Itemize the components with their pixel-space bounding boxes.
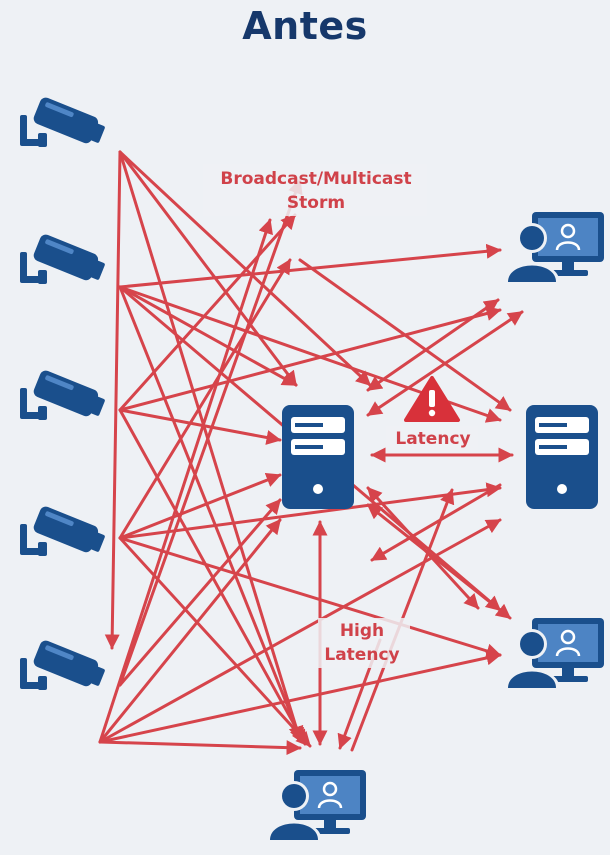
camera-icon [20, 95, 108, 148]
arrow [98, 218, 273, 744]
arrow [98, 650, 502, 744]
latency-label: Latency [395, 429, 470, 449]
user-computer-icon [502, 616, 606, 692]
arrow [118, 498, 282, 687]
server-icon [282, 405, 354, 509]
arrow [118, 408, 282, 445]
camera-icon [20, 638, 108, 691]
user-computer-icon [264, 768, 368, 844]
storm-label-line2: Storm [287, 193, 345, 213]
arrow [118, 285, 304, 744]
warning-icon [404, 376, 460, 422]
storm-label-line1: Broadcast/Multicast [220, 169, 411, 189]
server-icon [526, 405, 598, 509]
high-latency-label-line1: High [340, 621, 384, 641]
arrow [118, 150, 298, 387]
arrow [370, 483, 502, 562]
camera-icon [20, 368, 108, 421]
user-computer-icon [502, 210, 606, 286]
arrow [118, 213, 297, 412]
arrow-links [98, 150, 524, 756]
arrow [118, 285, 298, 387]
high-latency-label-line2: Latency [324, 645, 399, 665]
arrow [98, 740, 302, 756]
camera-icon [20, 232, 108, 285]
arrow [118, 258, 292, 540]
arrow [118, 536, 502, 659]
diagram-title: Antes [242, 4, 368, 48]
arrow [366, 503, 512, 620]
arrow [98, 518, 282, 744]
camera-icon [20, 504, 108, 557]
arrow [118, 150, 304, 742]
arrow [104, 150, 122, 650]
arrow [298, 258, 512, 412]
arrow [118, 178, 303, 687]
arrow [118, 472, 282, 540]
arrow [118, 536, 312, 748]
